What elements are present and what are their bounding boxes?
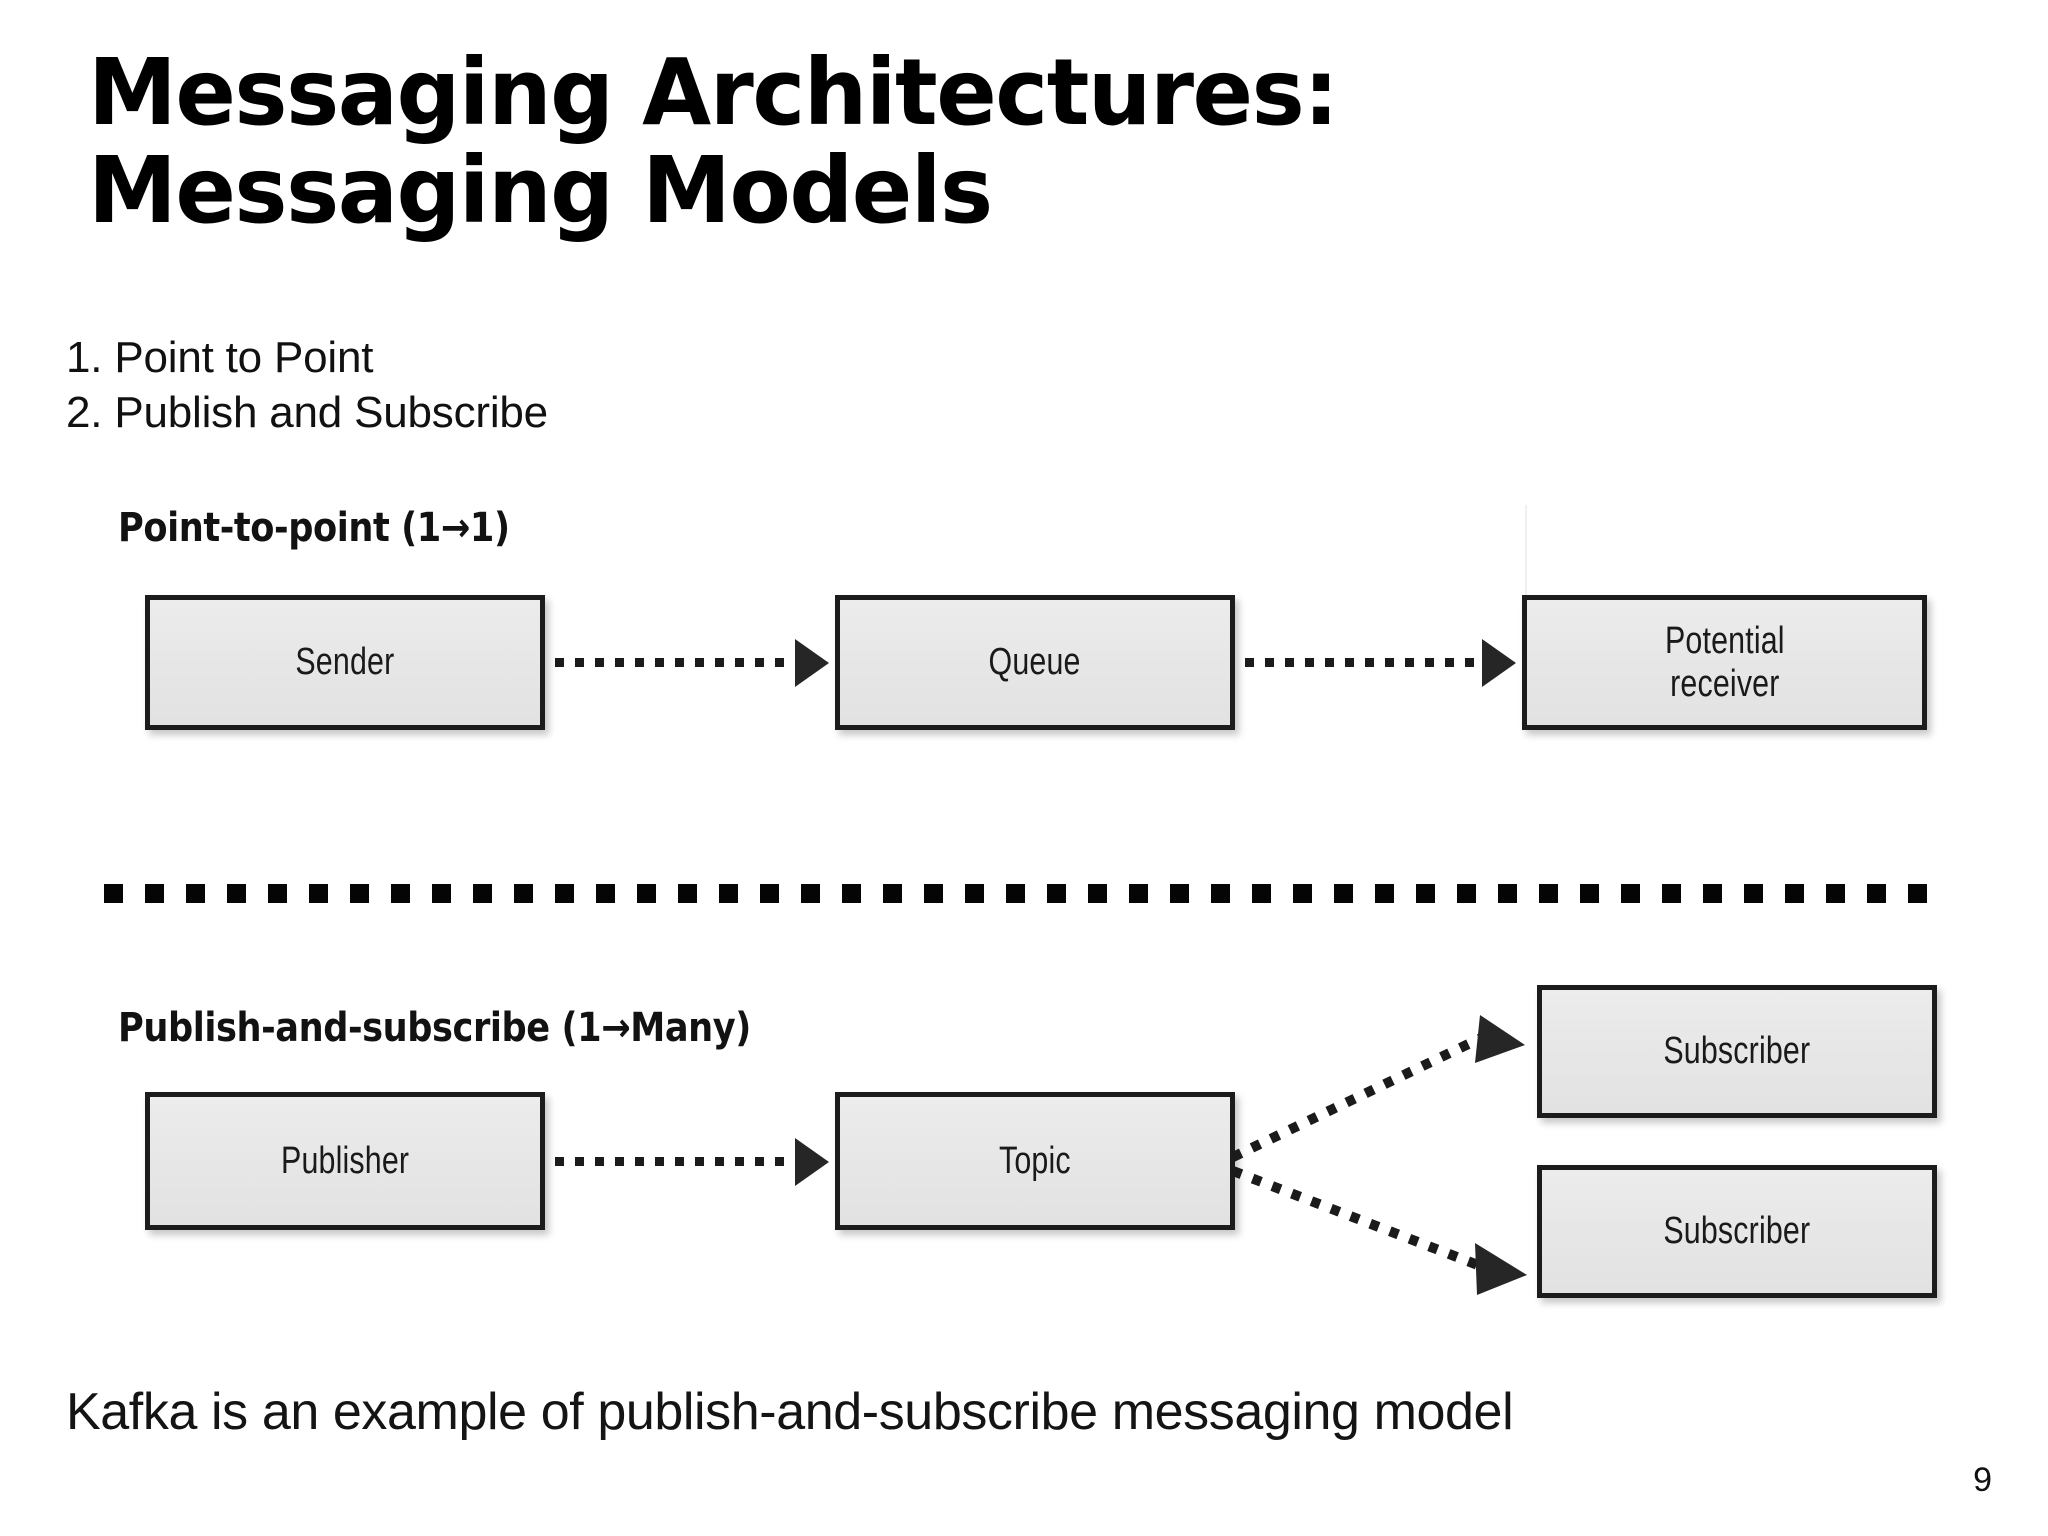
edge-sender-to-queue-arrowhead — [795, 639, 829, 687]
node-subscriber-top-label: Subscriber — [1663, 1030, 1811, 1073]
bullet-list: 1. Point to Point 2. Publish and Subscri… — [66, 330, 548, 440]
publish-subscribe-heading: Publish-and-subscribe (1→Many) — [118, 1005, 751, 1051]
node-topic[interactable]: Topic — [835, 1092, 1235, 1230]
node-queue-label: Queue — [988, 641, 1082, 684]
edge-queue-to-receiver-line — [1245, 658, 1482, 667]
node-potential-receiver-label: Potential receiver — [1664, 619, 1785, 705]
edge-topic-to-subscriber-bottom-arrowhead — [1475, 1243, 1527, 1295]
edge-sender-to-queue-line — [555, 658, 795, 667]
node-subscriber-top[interactable]: Subscriber — [1537, 985, 1937, 1118]
page-number: 9 — [1973, 1461, 1992, 1499]
list-item: 2. Publish and Subscribe — [66, 388, 548, 437]
slide-caption: Kafka is an example of publish-and-subsc… — [66, 1383, 1514, 1441]
point-to-point-heading: Point-to-point (1→1) — [118, 505, 510, 551]
node-publisher[interactable]: Publisher — [145, 1092, 545, 1230]
node-subscriber-bottom-label: Subscriber — [1663, 1210, 1811, 1253]
section-divider — [104, 884, 1947, 903]
node-sender[interactable]: Sender — [145, 595, 545, 730]
edge-topic-to-subscriber-bottom-line — [1231, 1166, 1485, 1272]
page-title: Messaging Architectures: Messaging Model… — [88, 39, 1339, 244]
node-subscriber-bottom[interactable]: Subscriber — [1537, 1165, 1937, 1298]
edge-topic-to-subscriber-top-arrowhead — [1475, 1015, 1525, 1063]
topic-branch-connectors — [1230, 1015, 1527, 1295]
node-queue[interactable]: Queue — [835, 595, 1235, 730]
scan-artifact-line — [1525, 505, 1527, 595]
edge-publisher-to-topic-line — [555, 1157, 795, 1166]
edge-publisher-to-topic-arrowhead — [795, 1138, 829, 1186]
node-sender-label: Sender — [295, 641, 395, 684]
edge-queue-to-receiver-arrowhead — [1482, 639, 1516, 687]
node-potential-receiver[interactable]: Potential receiver — [1522, 595, 1927, 730]
list-item: 1. Point to Point — [66, 333, 374, 382]
edge-topic-to-subscriber-top-line — [1230, 1032, 1486, 1162]
node-publisher-label: Publisher — [280, 1139, 410, 1182]
node-topic-label: Topic — [999, 1139, 1071, 1182]
